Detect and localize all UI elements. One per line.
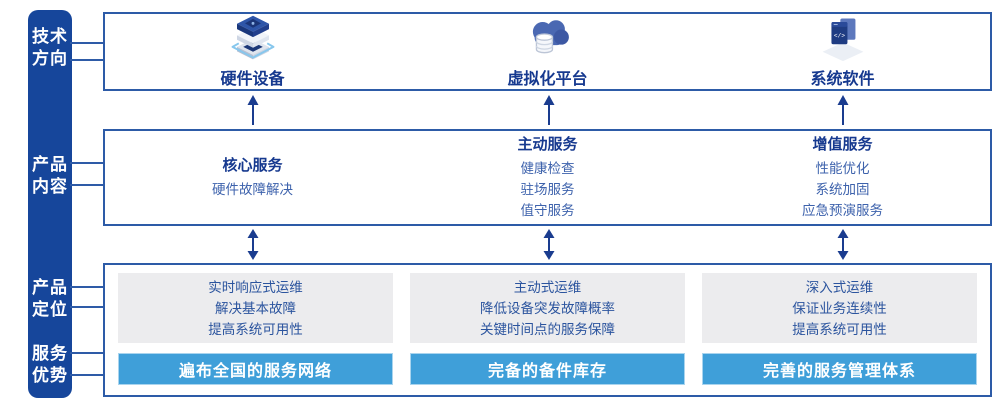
- product-content-box: 核心服务 硬件故障解决 主动服务 健康检查 驻场服务 值守服务 增值服务 性能优…: [103, 129, 992, 226]
- position-line: 深入式运维: [805, 279, 874, 295]
- tech-item-label: 虚拟化平台: [507, 71, 588, 88]
- code-window-icon: </>: [822, 18, 863, 62]
- service-column-title: 主动服务: [517, 136, 578, 153]
- service-item: 应急预演服务: [802, 203, 883, 218]
- position-line: 关键时间点的服务保障: [480, 321, 615, 337]
- position-line: 主动式运维: [513, 279, 582, 295]
- position-line: 提高系统可用性: [792, 321, 887, 337]
- connector-line: [70, 59, 104, 61]
- position-line: 实时响应式运维: [208, 279, 303, 295]
- service-column-title: 核心服务: [222, 157, 283, 174]
- service-item: 值守服务: [520, 203, 575, 218]
- service-column-proactive: 主动服务 健康检查 驻场服务 值守服务: [400, 131, 695, 224]
- position-line: 降低设备突发故障概率: [480, 300, 615, 316]
- category-sidebar: 技术方向 产品内容 产品定位 服务优势: [28, 10, 72, 398]
- product-position-box: 实时响应式运维 解决基本故障 提高系统可用性 遍布全国的服务网络 主动式运维 降…: [103, 263, 992, 397]
- sidebar-label-line: 优势: [32, 366, 68, 385]
- advantage-bar: 完善的服务管理体系: [702, 353, 977, 385]
- position-line: 提高系统可用性: [208, 321, 303, 337]
- sidebar-label-line: 内容: [32, 177, 68, 196]
- advantage-bar: 完备的备件库存: [410, 353, 685, 385]
- sidebar-label-line: 技术: [32, 27, 68, 46]
- double-arrow: [837, 229, 849, 260]
- double-arrow: [247, 229, 259, 260]
- tech-item-label: 硬件设备: [220, 71, 285, 88]
- up-arrow: [543, 95, 555, 125]
- position-line: 保证业务连续性: [792, 300, 887, 316]
- code-glyph: </>: [833, 33, 844, 40]
- position-card: 实时响应式运维 解决基本故障 提高系统可用性: [118, 273, 393, 343]
- sidebar-label-line: 产品: [32, 278, 68, 297]
- double-arrow: [543, 229, 555, 260]
- tech-direction-box: 硬件设备 虚拟化平台 </>: [103, 12, 992, 91]
- service-column-core: 核心服务 硬件故障解决: [105, 131, 400, 224]
- tech-item-hardware: 硬件设备: [105, 14, 400, 89]
- connector-line: [70, 162, 104, 164]
- position-column-proactive: 主动式运维 降低设备突发故障概率 关键时间点的服务保障 完备的备件库存: [410, 273, 685, 385]
- tech-item-label: 系统软件: [810, 71, 875, 88]
- sidebar-label-line: 服务: [32, 344, 68, 363]
- connector-line: [70, 42, 104, 44]
- position-column-realtime: 实时响应式运维 解决基本故障 提高系统可用性 遍布全国的服务网络: [118, 273, 393, 385]
- sidebar-label-line: 方向: [32, 49, 68, 68]
- service-column-value-added: 增值服务 性能优化 系统加固 应急预演服务: [695, 131, 990, 224]
- connector-line: [70, 286, 104, 288]
- cloud-database-icon: [532, 20, 569, 54]
- sidebar-label-line: 产品: [32, 155, 68, 174]
- connector-line: [70, 184, 104, 186]
- hardware-stack-icon: [231, 15, 274, 60]
- service-item: 驻场服务: [520, 182, 575, 197]
- sidebar-label-product-content: 产品内容: [28, 154, 72, 198]
- sidebar-label-product-position: 产品定位: [28, 277, 72, 321]
- service-item: 健康检查: [520, 161, 575, 176]
- connector-line: [70, 306, 104, 308]
- connector-line: [70, 374, 104, 376]
- position-column-indepth: 深入式运维 保证业务连续性 提高系统可用性 完善的服务管理体系: [702, 273, 977, 385]
- service-item: 性能优化: [815, 161, 870, 176]
- sidebar-label-line: 定位: [32, 300, 68, 319]
- tech-item-system-software: </> 系统软件: [695, 14, 990, 89]
- position-card: 深入式运维 保证业务连续性 提高系统可用性: [702, 273, 977, 343]
- sidebar-label-tech-direction: 技术方向: [28, 26, 72, 70]
- sidebar-label-service-advantage: 服务优势: [28, 343, 72, 387]
- advantage-bar: 遍布全国的服务网络: [118, 353, 393, 385]
- position-card: 主动式运维 降低设备突发故障概率 关键时间点的服务保障: [410, 273, 685, 343]
- service-item: 硬件故障解决: [212, 182, 293, 197]
- position-line: 解决基本故障: [215, 300, 296, 316]
- service-item: 系统加固: [815, 182, 870, 197]
- up-arrow: [247, 95, 259, 125]
- connector-line: [70, 352, 104, 354]
- tech-item-virtualization: 虚拟化平台: [400, 14, 695, 89]
- up-arrow: [837, 95, 849, 125]
- service-column-title: 增值服务: [812, 136, 873, 153]
